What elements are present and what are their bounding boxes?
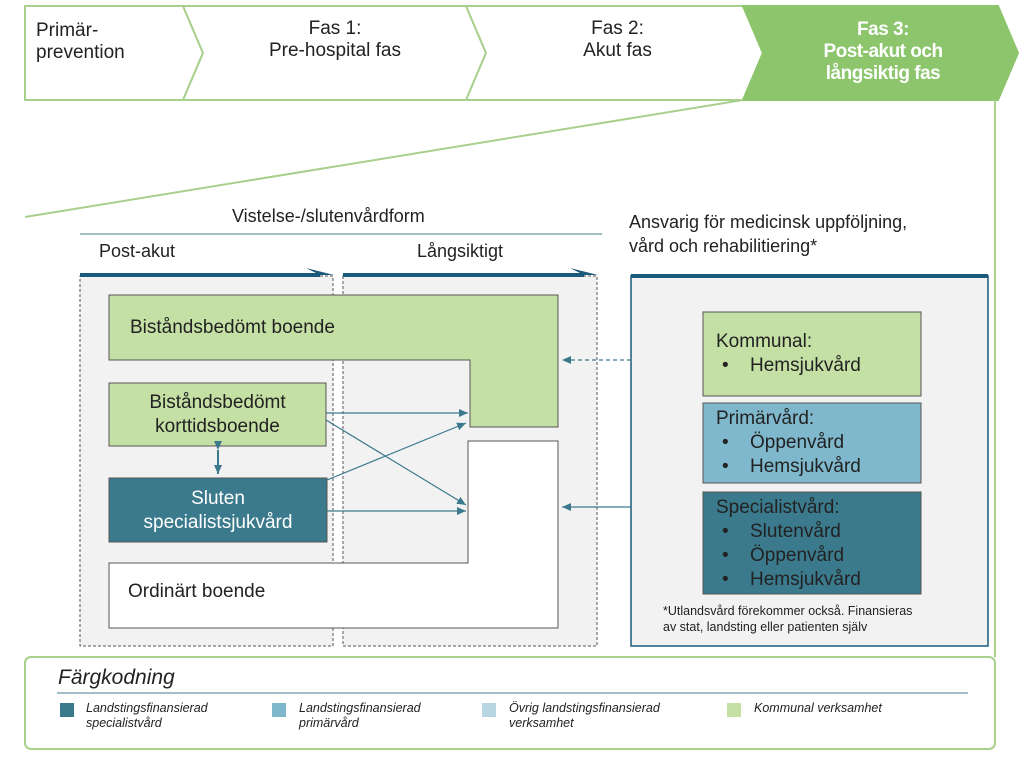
- legend-swatch-primar: [272, 703, 286, 717]
- legend-label-specialist: Landstingsfinansierad specialistvård: [86, 701, 208, 730]
- primarvard-item: Hemsjukvård: [716, 455, 916, 479]
- footnote: *Utlandsvård förekommer också. Finansier…: [663, 604, 913, 634]
- phase-label-fas1: Fas 1: Pre-hospital fas: [268, 18, 401, 61]
- legend-frame: [24, 656, 996, 750]
- zoom-line-left: [24, 99, 744, 218]
- phase-chevron-fas3: [741, 5, 1020, 101]
- legend-title: Färgkodning: [58, 666, 175, 689]
- primarvard-text: Primärvård: Öppenvård Hemsjukvård: [716, 407, 916, 479]
- phase-label-fas3: Fas 3: Post-akut och långsiktig fas: [823, 19, 943, 84]
- ansvarig-header-line2: vård och rehabilitiering*: [629, 236, 818, 256]
- korttidsboende-label: Biståndsbedömt korttidsboende: [149, 392, 286, 437]
- ordinart-boende-label: Ordinärt boende: [128, 581, 266, 602]
- ansvarig-header-line1: Ansvarig för medicinsk uppföljning,: [629, 212, 908, 232]
- phase-label-primar: Primär- prevention: [36, 20, 125, 63]
- kommunal-item: Hemsjukvård: [716, 354, 916, 378]
- specialistvard-item: Slutenvård: [716, 520, 916, 544]
- legend-swatch-ovrig: [482, 703, 496, 717]
- legend-label-ovrig: Övrig landstingsfinansierad verksamhet: [509, 701, 660, 730]
- bistandsbedomt-boende-shape: [108, 294, 559, 428]
- legend-label-primar: Landstingsfinansierad primärvård: [299, 701, 421, 730]
- post-akut-arrow-head: [306, 268, 334, 275]
- arrow-sluten-to-boende: [326, 422, 467, 481]
- langsiktigt-header: Långsiktigt: [417, 241, 504, 261]
- legend-label-kommunal: Kommunal verksamhet: [754, 701, 882, 715]
- post-akut-header: Post-akut: [99, 241, 176, 261]
- sluten-specialistsjukvard-label: Sluten specialistsjukvård: [143, 488, 293, 533]
- phase-label-fas2: Fas 2: Akut fas: [583, 18, 652, 61]
- legend-swatch-specialist: [60, 703, 74, 717]
- arrow-korttids-to-ordinart: [325, 419, 467, 506]
- specialistvard-item: Öppenvård: [716, 544, 916, 568]
- ordinart-boende-shape: [108, 440, 559, 629]
- primarvard-item: Öppenvård: [716, 431, 916, 455]
- specialistvard-text: Specialistvård: Slutenvård Öppenvård Hem…: [716, 496, 916, 592]
- bistandsbedomt-boende-label: Biståndsbedömt boende: [130, 317, 335, 338]
- specialistvard-item: Hemsjukvård: [716, 568, 916, 592]
- legend-swatch-kommunal: [727, 703, 741, 717]
- kommunal-text: Kommunal: Hemsjukvård: [716, 330, 916, 378]
- vistelse-header: Vistelse-/slutenvårdform: [232, 206, 425, 226]
- langsiktigt-arrow-head: [570, 268, 598, 275]
- sluten-specialistsjukvard-box: [108, 477, 328, 543]
- korttidsboende-box: [108, 382, 327, 447]
